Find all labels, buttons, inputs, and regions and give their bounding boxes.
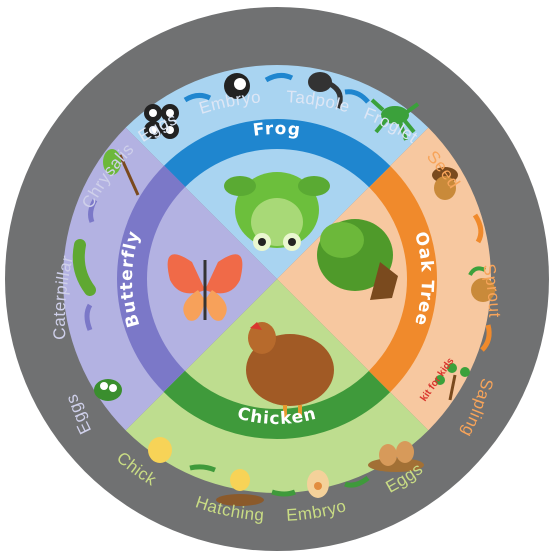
chicken-band bbox=[117, 119, 437, 439]
butterfly-illustration bbox=[167, 254, 243, 321]
tadpole-icon bbox=[308, 72, 343, 110]
acorn-icon bbox=[432, 167, 458, 200]
arrow-icon bbox=[271, 489, 296, 497]
frog-band bbox=[117, 119, 437, 439]
butterfly-eggs-icon bbox=[94, 379, 122, 401]
arrow-icon bbox=[344, 475, 370, 488]
frog-title: Frog bbox=[252, 119, 302, 141]
oak-tree-illustration bbox=[317, 219, 398, 300]
frog-embryo-icon bbox=[224, 73, 250, 99]
chrysalis-icon bbox=[103, 149, 140, 196]
arrow-icon bbox=[84, 303, 93, 331]
sapling-icon bbox=[435, 363, 470, 401]
chick-icon bbox=[148, 437, 172, 463]
frog-title-path: Frog bbox=[252, 119, 301, 141]
sprout-icon bbox=[468, 266, 495, 302]
chicken-embryo-icon bbox=[307, 470, 329, 498]
frog-illustration bbox=[224, 172, 330, 251]
caterpillar-icon bbox=[72, 239, 96, 296]
chicken-eggs-icon bbox=[368, 441, 424, 472]
arrow-icon bbox=[472, 213, 484, 244]
frog-eggs-icon bbox=[144, 104, 179, 139]
arrow-icon bbox=[183, 92, 212, 103]
arrow-icon bbox=[344, 89, 370, 104]
oak-band bbox=[117, 119, 437, 439]
butterfly-band bbox=[117, 119, 437, 439]
froglet-icon bbox=[370, 98, 420, 141]
arrow-icon bbox=[480, 324, 492, 352]
hatching-icon bbox=[216, 469, 264, 506]
chicken-illustration bbox=[246, 322, 334, 418]
arrow-icon bbox=[189, 464, 216, 473]
arrow-icon bbox=[264, 72, 294, 83]
arrow-icon bbox=[88, 198, 98, 223]
